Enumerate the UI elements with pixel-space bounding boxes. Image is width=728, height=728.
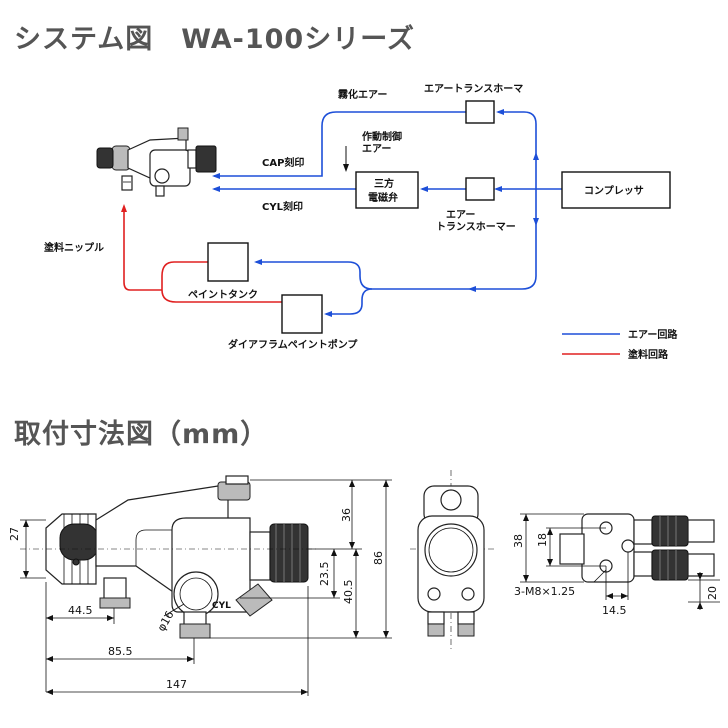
paint-circuit-lines [121,204,282,303]
dim-86: 86 [372,551,385,565]
air-transformer-mid-label-2: トランスホーマー [436,221,516,233]
system-diagram-title: システム図 WA-100シリーズ [14,23,415,55]
air-transformer-top-box [465,100,495,124]
cyl-label: CYL [212,601,231,611]
actuating-air-label-1: 作動制御 [362,130,402,143]
dim-20: 20 [706,586,719,600]
cap-mark-label: CAP刻印 [262,156,304,169]
cyl-mark-label: CYL刻印 [262,200,303,213]
dim-18: 18 [536,533,549,547]
system-diagram: 霧化エアー エアートランスホーマ 作動制御 エアー CAP刻印 CYL刻印 三方… [44,83,678,361]
gun-front-view [410,470,494,650]
air-transformer-top-label: エアートランスホーマ [424,83,523,95]
actuating-air-label-2: エアー [362,143,391,155]
diaphragm-pump-box [281,294,323,334]
dim-38: 38 [512,534,525,548]
legend-air-label: エアー回路 [628,328,678,341]
three-way-valve-label-1: 三方 [374,177,394,190]
spray-gun-icon [96,127,217,197]
gun-end-view [559,513,715,583]
dim-27: 27 [8,527,21,541]
paint-nipple-label: 塗料ニップル [44,241,104,254]
dimension-drawing: 27 44.5 85.5 147 36 23.5 40.5 86 φ16 CYL [8,470,720,696]
dim-phi16: φ16 [155,609,177,634]
side-view-dimensions [20,479,392,696]
paint-tank-label: ペイントタンク [188,289,258,301]
legend: エアー回路 塗料回路 [562,328,678,361]
dim-40-5: 40.5 [342,580,355,605]
three-way-solenoid-valve-box [355,171,419,209]
legend-paint-label: 塗料回路 [628,348,669,361]
dim-23-5: 23.5 [318,562,331,587]
diaphragm-pump-label: ダイアフラムペイントポンプ [228,338,358,351]
dim-147: 147 [166,678,187,691]
paint-tank-box [207,242,249,282]
dimension-drawing-title: 取付寸法図（mm） [14,419,268,450]
atomizing-air-label: 霧化エアー [338,88,387,101]
air-transformer-mid-label-1: エアー [446,209,475,221]
dim-36: 36 [340,508,353,522]
dim-85-5: 85.5 [108,645,133,658]
dim-44-5: 44.5 [68,604,93,617]
thread-spec: 3-M8×1.25 [514,585,575,598]
end-view-dimensions [520,513,720,610]
air-transformer-mid-box [465,177,495,201]
compressor-label: コンプレッサ [584,184,644,197]
air-circuit-lines [212,109,562,317]
compressor-box [561,171,671,209]
three-way-valve-label-2: 電磁弁 [368,191,398,204]
gun-side-view [20,475,318,639]
dim-14-5: 14.5 [602,604,627,617]
